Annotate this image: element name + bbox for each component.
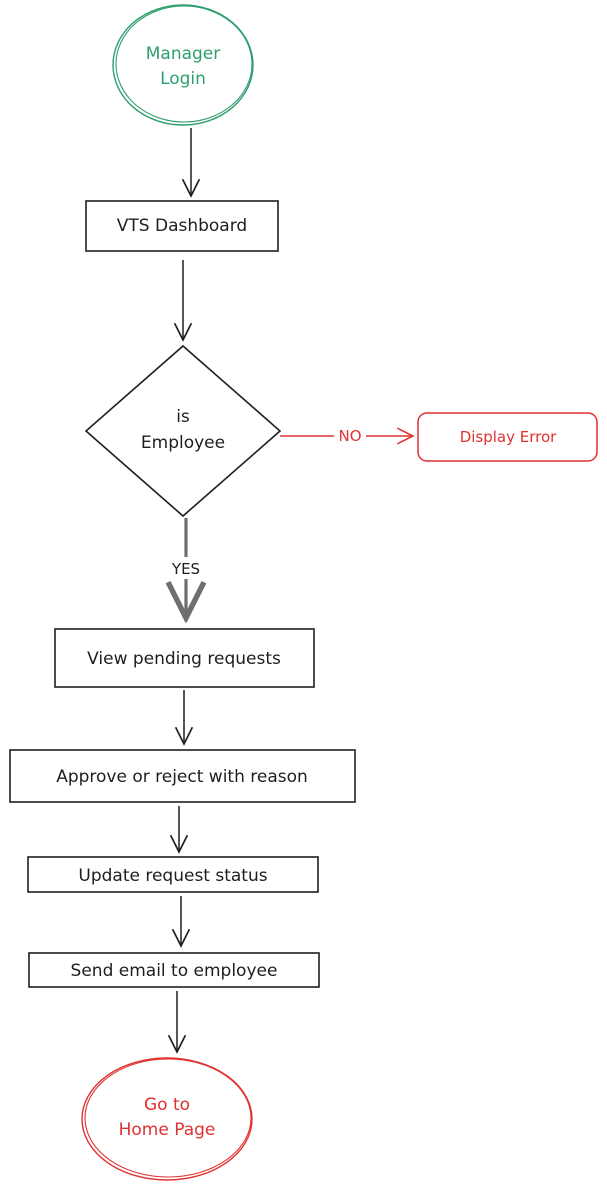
end-node-label-line2: Home Page [119,1120,216,1140]
process-approve-or-reject: Approve or reject with reason [9,749,356,803]
yes-label: YES [171,560,200,578]
yes-label-bg [164,557,208,579]
process-view-pending-requests-label: View pending requests [87,649,281,669]
process-display-error-label: Display Error [460,428,557,446]
process-send-email-label: Send email to employee [71,961,278,981]
start-node-label-line1: Manager [146,44,221,64]
process-update-request-status-label: Update request status [78,866,267,886]
process-vts-dashboard-label: VTS Dashboard [117,216,247,236]
start-node-label-line2: Login [160,69,206,89]
decision-label-line2: Employee [141,433,225,453]
end-node-go-to-home-page: Go to Home Page [81,1057,253,1181]
process-update-request-status: Update request status [27,856,319,893]
no-label: NO [338,427,361,445]
decision-is-employee: is Employee [84,344,282,518]
start-node-manager-login: Manager Login [112,4,254,126]
process-view-pending-requests: View pending requests [54,628,315,688]
process-approve-or-reject-label: Approve or reject with reason [56,767,308,787]
decision-label-line1: is [176,407,190,427]
process-display-error: Display Error [417,412,598,462]
process-vts-dashboard: VTS Dashboard [85,200,279,252]
end-node-label-line1: Go to [144,1095,190,1115]
process-send-email: Send email to employee [28,952,320,988]
no-label-bg [334,428,366,444]
